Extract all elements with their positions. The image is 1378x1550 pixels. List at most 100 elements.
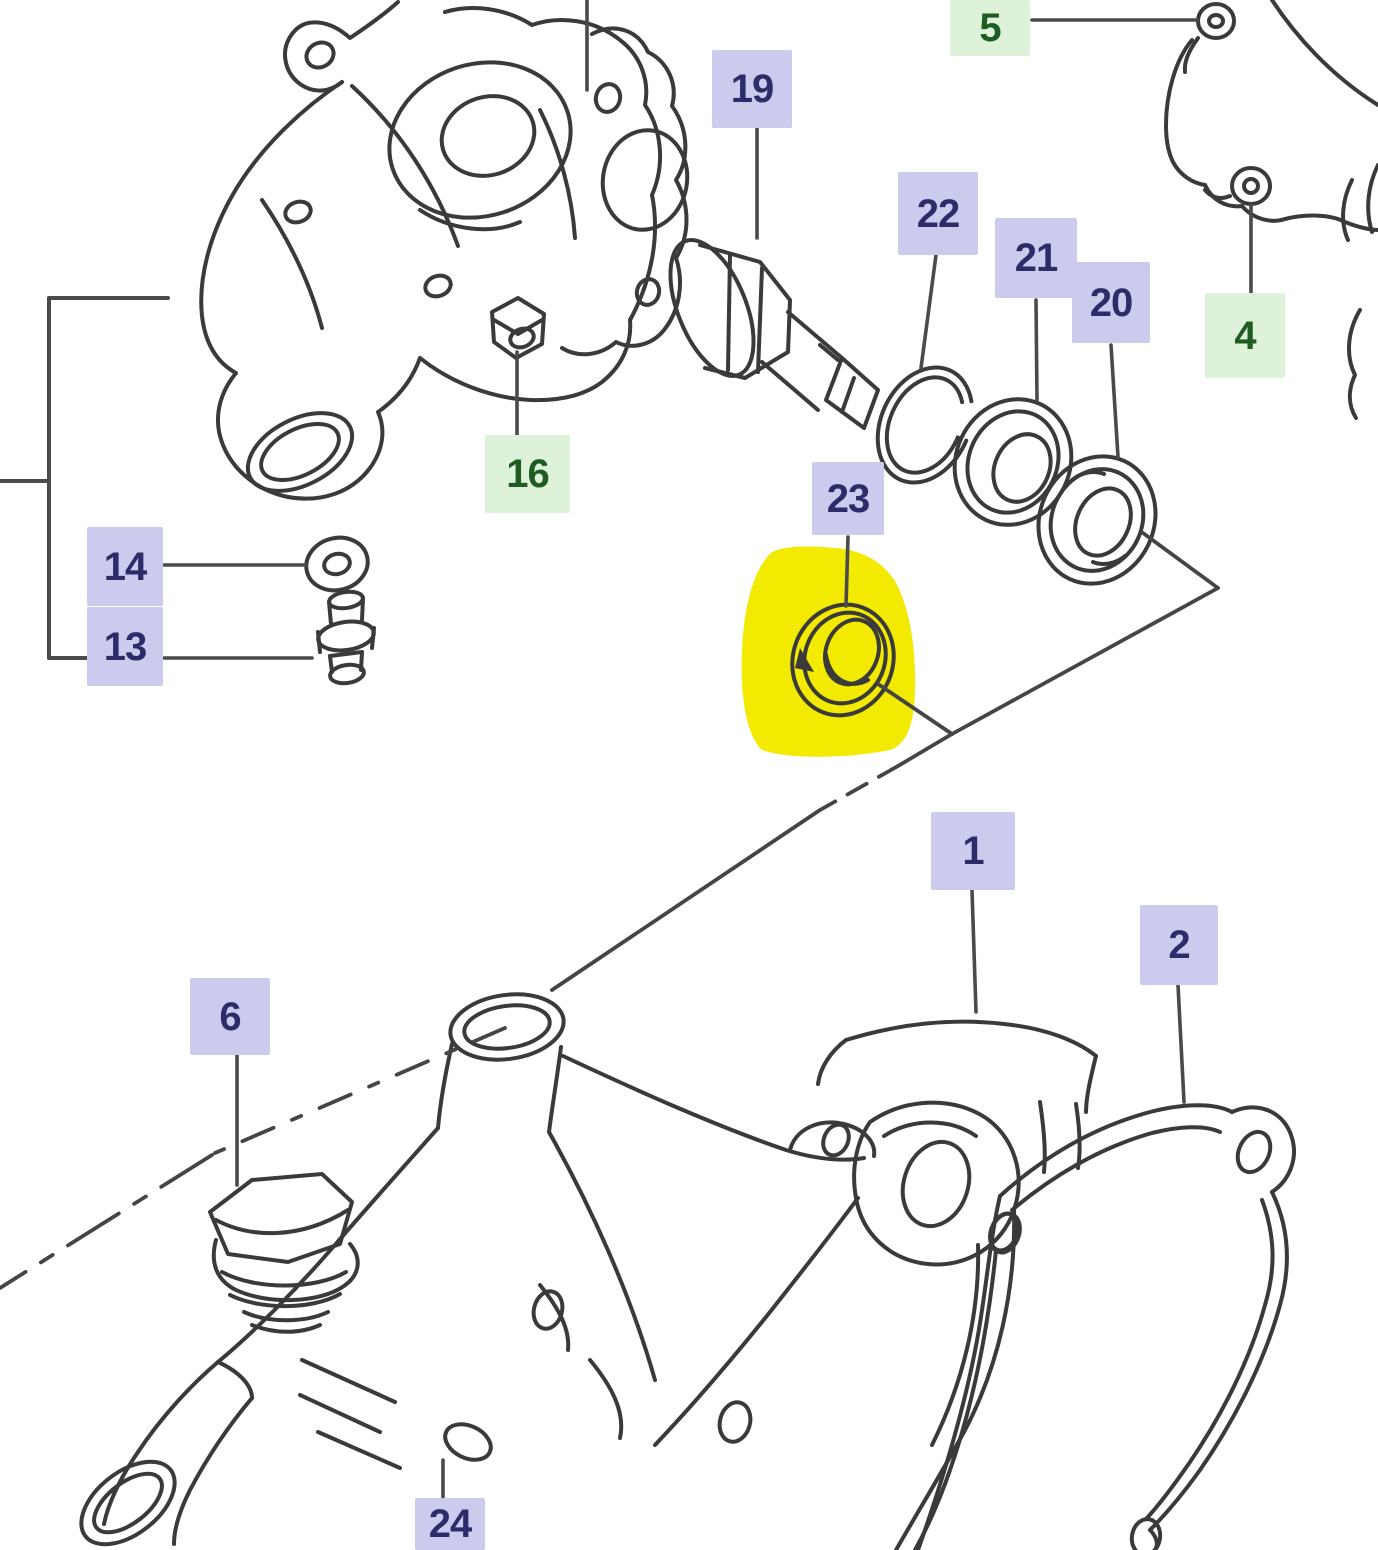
leader-21 [1034, 298, 1039, 402]
housing-gasket-drawing-stroke [560, 26, 689, 357]
cover-right-drawing-stroke [1366, 163, 1378, 234]
cap-6-drawing-stroke [228, 1292, 342, 1309]
gasket-2-drawing-stroke [1235, 1129, 1273, 1175]
cover-right-drawing-stroke [1242, 177, 1260, 195]
housing-gasket-drawing [560, 26, 690, 357]
pump-case-1-drawing-stroke [717, 1400, 753, 1444]
cap-6-drawing-stroke [208, 1172, 354, 1264]
part-label-2[interactable]: 2 [1140, 905, 1218, 985]
part-label-4[interactable]: 4 [1205, 293, 1285, 378]
pump-housing-drawing-stroke [387, 60, 573, 220]
gasket-2-drawing-stroke [998, 1103, 1234, 1198]
shaft-19-drawing-stroke [756, 266, 764, 374]
part-label-14[interactable]: 14 [87, 527, 163, 606]
gasket-2-drawing-stroke [1129, 1517, 1163, 1550]
pump-case-1-drawing-stroke [816, 1038, 848, 1086]
pump-case-1-drawing-stroke [216, 1360, 254, 1400]
part-label-1[interactable]: 1 [931, 812, 1015, 890]
bolt-13-drawing-stroke [316, 626, 376, 654]
washer-14-drawing [304, 535, 370, 593]
bearing-20-drawing-stroke [1048, 467, 1146, 573]
diagonal-guide-lines-stroke [550, 808, 822, 992]
pump-case-1-drawing-stroke [298, 1393, 382, 1434]
part-label-24[interactable]: 24 [415, 1498, 485, 1550]
pump-case-1-drawing-stroke [882, 1120, 978, 1138]
leader-1 [970, 888, 978, 1014]
gasket-2-drawing-stroke [1148, 1528, 1159, 1550]
shaft-19-drawing-stroke [698, 243, 792, 380]
pump-case-1-drawing-stroke [462, 1003, 552, 1051]
cap-6-drawing-stroke [250, 1323, 322, 1334]
pump-case-1-drawing-stroke [448, 992, 566, 1062]
leader-20 [1109, 343, 1120, 459]
cover-right-drawing-stroke [1341, 178, 1354, 242]
cover-right-drawing [1164, 0, 1378, 420]
gasket-2-drawing-stroke [913, 1248, 998, 1550]
leader-2 [1176, 983, 1186, 1104]
bolt-boss-16-drawing-stroke [490, 296, 546, 360]
cap-6-drawing-stroke [220, 1270, 348, 1288]
diagonal-guide-lines-stroke [213, 1026, 507, 1155]
shaft-19-drawing-stroke [824, 356, 880, 430]
bearing-20-drawing-stroke [1073, 486, 1133, 558]
pump-case-1-drawing-stroke [79, 1459, 177, 1547]
pump-case-1-drawing-stroke [547, 1130, 657, 1382]
snap-ring-22-drawing-stroke [884, 375, 966, 475]
shaft-19-drawing-stroke [818, 343, 840, 362]
bearing-21-drawing-stroke [991, 432, 1053, 504]
seal-23-drawing-stroke [823, 617, 881, 687]
cover-right-drawing-stroke [1270, 0, 1378, 107]
seal-23-drawing-stroke [790, 602, 896, 718]
washer-14-drawing-stroke [322, 551, 352, 577]
housing-gasket-drawing-stroke [600, 128, 690, 232]
pump-housing-drawing-stroke [508, 326, 536, 350]
pump-housing-drawing-stroke [350, 84, 460, 248]
part-label-20[interactable]: 20 [1072, 262, 1150, 343]
pump-case-1-drawing-stroke [930, 1243, 981, 1447]
cover-right-drawing-stroke [1203, 183, 1378, 232]
part-label-23[interactable]: 23 [812, 462, 884, 535]
pump-case-1-drawing-stroke [653, 1196, 860, 1447]
part-label-6[interactable]: 6 [190, 978, 270, 1055]
bolt-13-drawing-stroke [327, 596, 365, 626]
pump-housing-drawing-stroke [439, 94, 537, 178]
gasket-2-drawing-stroke [916, 1194, 1002, 1550]
pump-housing-drawing-stroke [304, 40, 336, 70]
bolt-13-drawing [316, 589, 376, 686]
pump-case-1-drawing-stroke [852, 1100, 1021, 1267]
part-label-19[interactable]: 19 [712, 50, 792, 128]
gasket-2-drawing-stroke [1145, 1198, 1275, 1520]
shaft-19-drawing [668, 238, 880, 430]
part-label-16[interactable]: 16 [485, 435, 570, 513]
pump-housing-drawing-stroke [260, 198, 324, 330]
cover-right-drawing-stroke [1347, 308, 1362, 420]
part-label-22[interactable]: 22 [898, 172, 978, 255]
seal-23-drawing-stroke [824, 653, 870, 686]
pump-housing-drawing-stroke [259, 422, 341, 482]
pump-case-1-drawing-stroke [300, 1358, 397, 1404]
pump-housing-drawing-stroke [423, 273, 453, 299]
pump-case-1-drawing-stroke [900, 1139, 972, 1229]
pump-case-1-drawing-stroke [588, 1358, 624, 1440]
part-label-21[interactable]: 21 [995, 218, 1077, 298]
gasket-2-drawing-stroke [1148, 1190, 1289, 1532]
diagonal-guide-lines-stroke [896, 732, 954, 768]
pump-housing-drawing-stroke [418, 318, 633, 403]
cover-right-drawing-stroke [1207, 13, 1225, 29]
pump-case-1-drawing-stroke [102, 1360, 220, 1526]
leader-lines [162, 0, 1253, 1500]
bolt-13-drawing-stroke [328, 650, 364, 658]
pump-case-1-drawing-stroke [92, 1471, 164, 1535]
shaft-19-drawing-stroke [726, 253, 732, 372]
snap-ring-22-drawing-stroke [875, 365, 975, 485]
pump-case-1-drawing-stroke [1038, 1100, 1047, 1174]
bearing-20-drawing-stroke [1070, 470, 1106, 482]
part-label-5[interactable]: 5 [950, 0, 1030, 56]
cover-right-drawing-stroke [1203, 188, 1232, 200]
pump-case-1-drawing-stroke [561, 1054, 866, 1162]
bracket-lines [0, 296, 170, 660]
part-label-13[interactable]: 13 [87, 607, 163, 686]
leader-22 [919, 253, 938, 370]
shaft-19-drawing-stroke [786, 310, 844, 360]
